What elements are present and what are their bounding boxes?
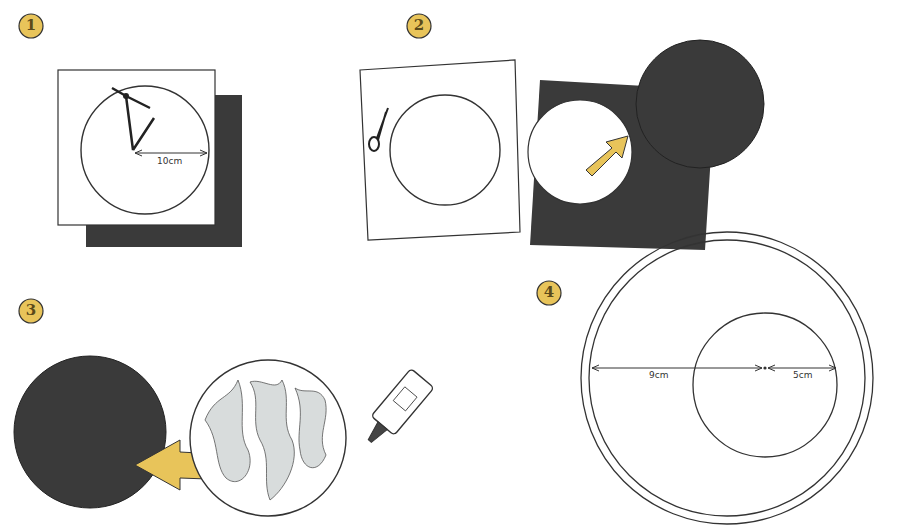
glue-bottle — [358, 369, 434, 451]
dimension-label: 9cm — [648, 371, 669, 380]
glue-smear — [205, 380, 326, 500]
callout-number: 3 — [20, 303, 42, 318]
step-4-figure — [581, 232, 873, 524]
step-3-figure — [14, 356, 434, 516]
dimension-label: 5cm — [792, 371, 813, 380]
callout-number: 4 — [538, 285, 560, 300]
callout-number: 2 — [408, 18, 430, 33]
step-1-figure — [58, 70, 242, 247]
step-2-figure — [360, 40, 764, 250]
callout-circles — [19, 14, 561, 323]
dimension-label: 10cm — [156, 157, 183, 166]
callout-number: 1 — [20, 18, 42, 33]
